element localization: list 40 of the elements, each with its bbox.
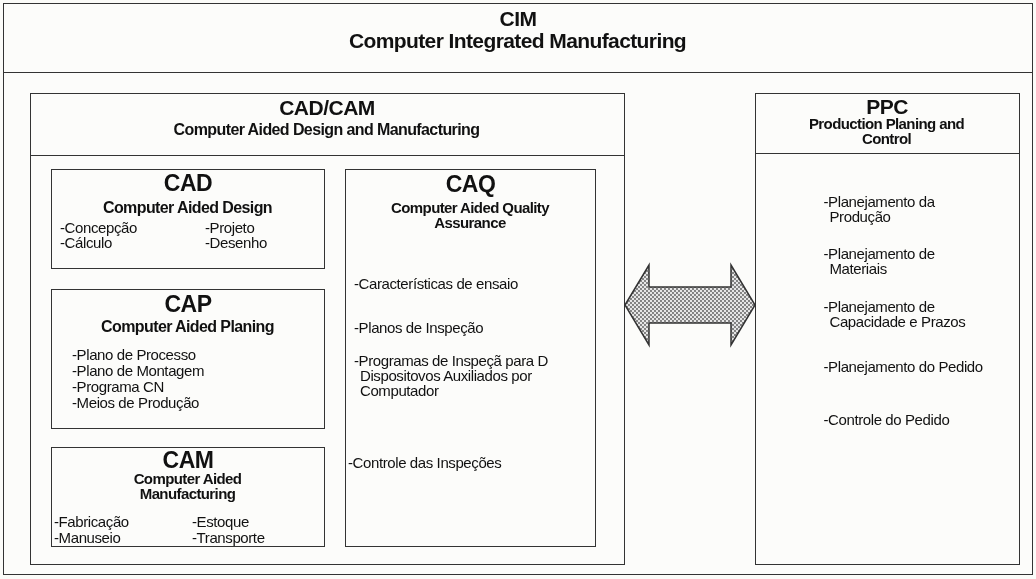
function-item: -Planejamento de Capacidade e Prazos xyxy=(823,298,967,329)
function-item: -Programa CN xyxy=(72,379,164,394)
module-title: CAD/CAM xyxy=(278,96,376,118)
module-title: CIM xyxy=(498,8,538,29)
function-item: -Plano de Montagem xyxy=(72,363,206,378)
module-title: PPC xyxy=(865,95,909,117)
function-item: -Controle das Inspeções xyxy=(348,455,503,470)
module-subtitle: Computer Integrated Manufacturing xyxy=(347,30,688,51)
function-item: -Planejamento de Materiais xyxy=(823,245,936,276)
module-title: CAQ xyxy=(444,173,497,196)
function-item: -Planos de Inspeção xyxy=(354,320,485,335)
function-item: -Características de ensaio xyxy=(354,276,519,291)
function-item: -Manuseio xyxy=(54,530,121,545)
function-item: -Programas de Inspeçã para D Dispositovos Auxiliados por Computador xyxy=(354,353,549,398)
module-subtitle: Computer Aided Design xyxy=(101,200,273,216)
group-box xyxy=(29,92,625,565)
function-item: -Planejamento do Pedido xyxy=(823,358,984,374)
module-subtitle: Computer Aided Planing xyxy=(100,319,275,335)
module-subtitle: Computer Aided Design and Manufacturing xyxy=(172,121,481,138)
double-arrow xyxy=(624,262,756,348)
system-frame xyxy=(3,3,1033,575)
module-subtitle: Computer Aided Quality Assurance xyxy=(390,200,551,230)
module-box xyxy=(51,447,325,547)
module-title: CAP xyxy=(163,293,213,316)
module-box xyxy=(51,169,325,269)
function-item: -Meios de Produção xyxy=(72,395,201,410)
module-subtitle: Computer Aided Manufacturing xyxy=(132,471,243,501)
function-item: -Plano de Processo xyxy=(72,347,197,362)
group-box xyxy=(754,92,1020,565)
module-subtitle: Production Planing and Control xyxy=(807,115,966,146)
module-title: CAM xyxy=(161,449,215,472)
function-item: -Fabricação xyxy=(54,514,130,529)
module-title: CAD xyxy=(162,172,214,195)
function-item: -Transporte xyxy=(192,530,266,545)
module-box xyxy=(345,169,596,547)
function-item: -Desenho xyxy=(205,235,268,250)
module-box xyxy=(51,289,325,429)
function-item: -Controle do Pedido xyxy=(823,411,951,427)
function-item: -Estoque xyxy=(192,514,250,529)
function-item: -Planejamento da Produção xyxy=(823,193,936,224)
